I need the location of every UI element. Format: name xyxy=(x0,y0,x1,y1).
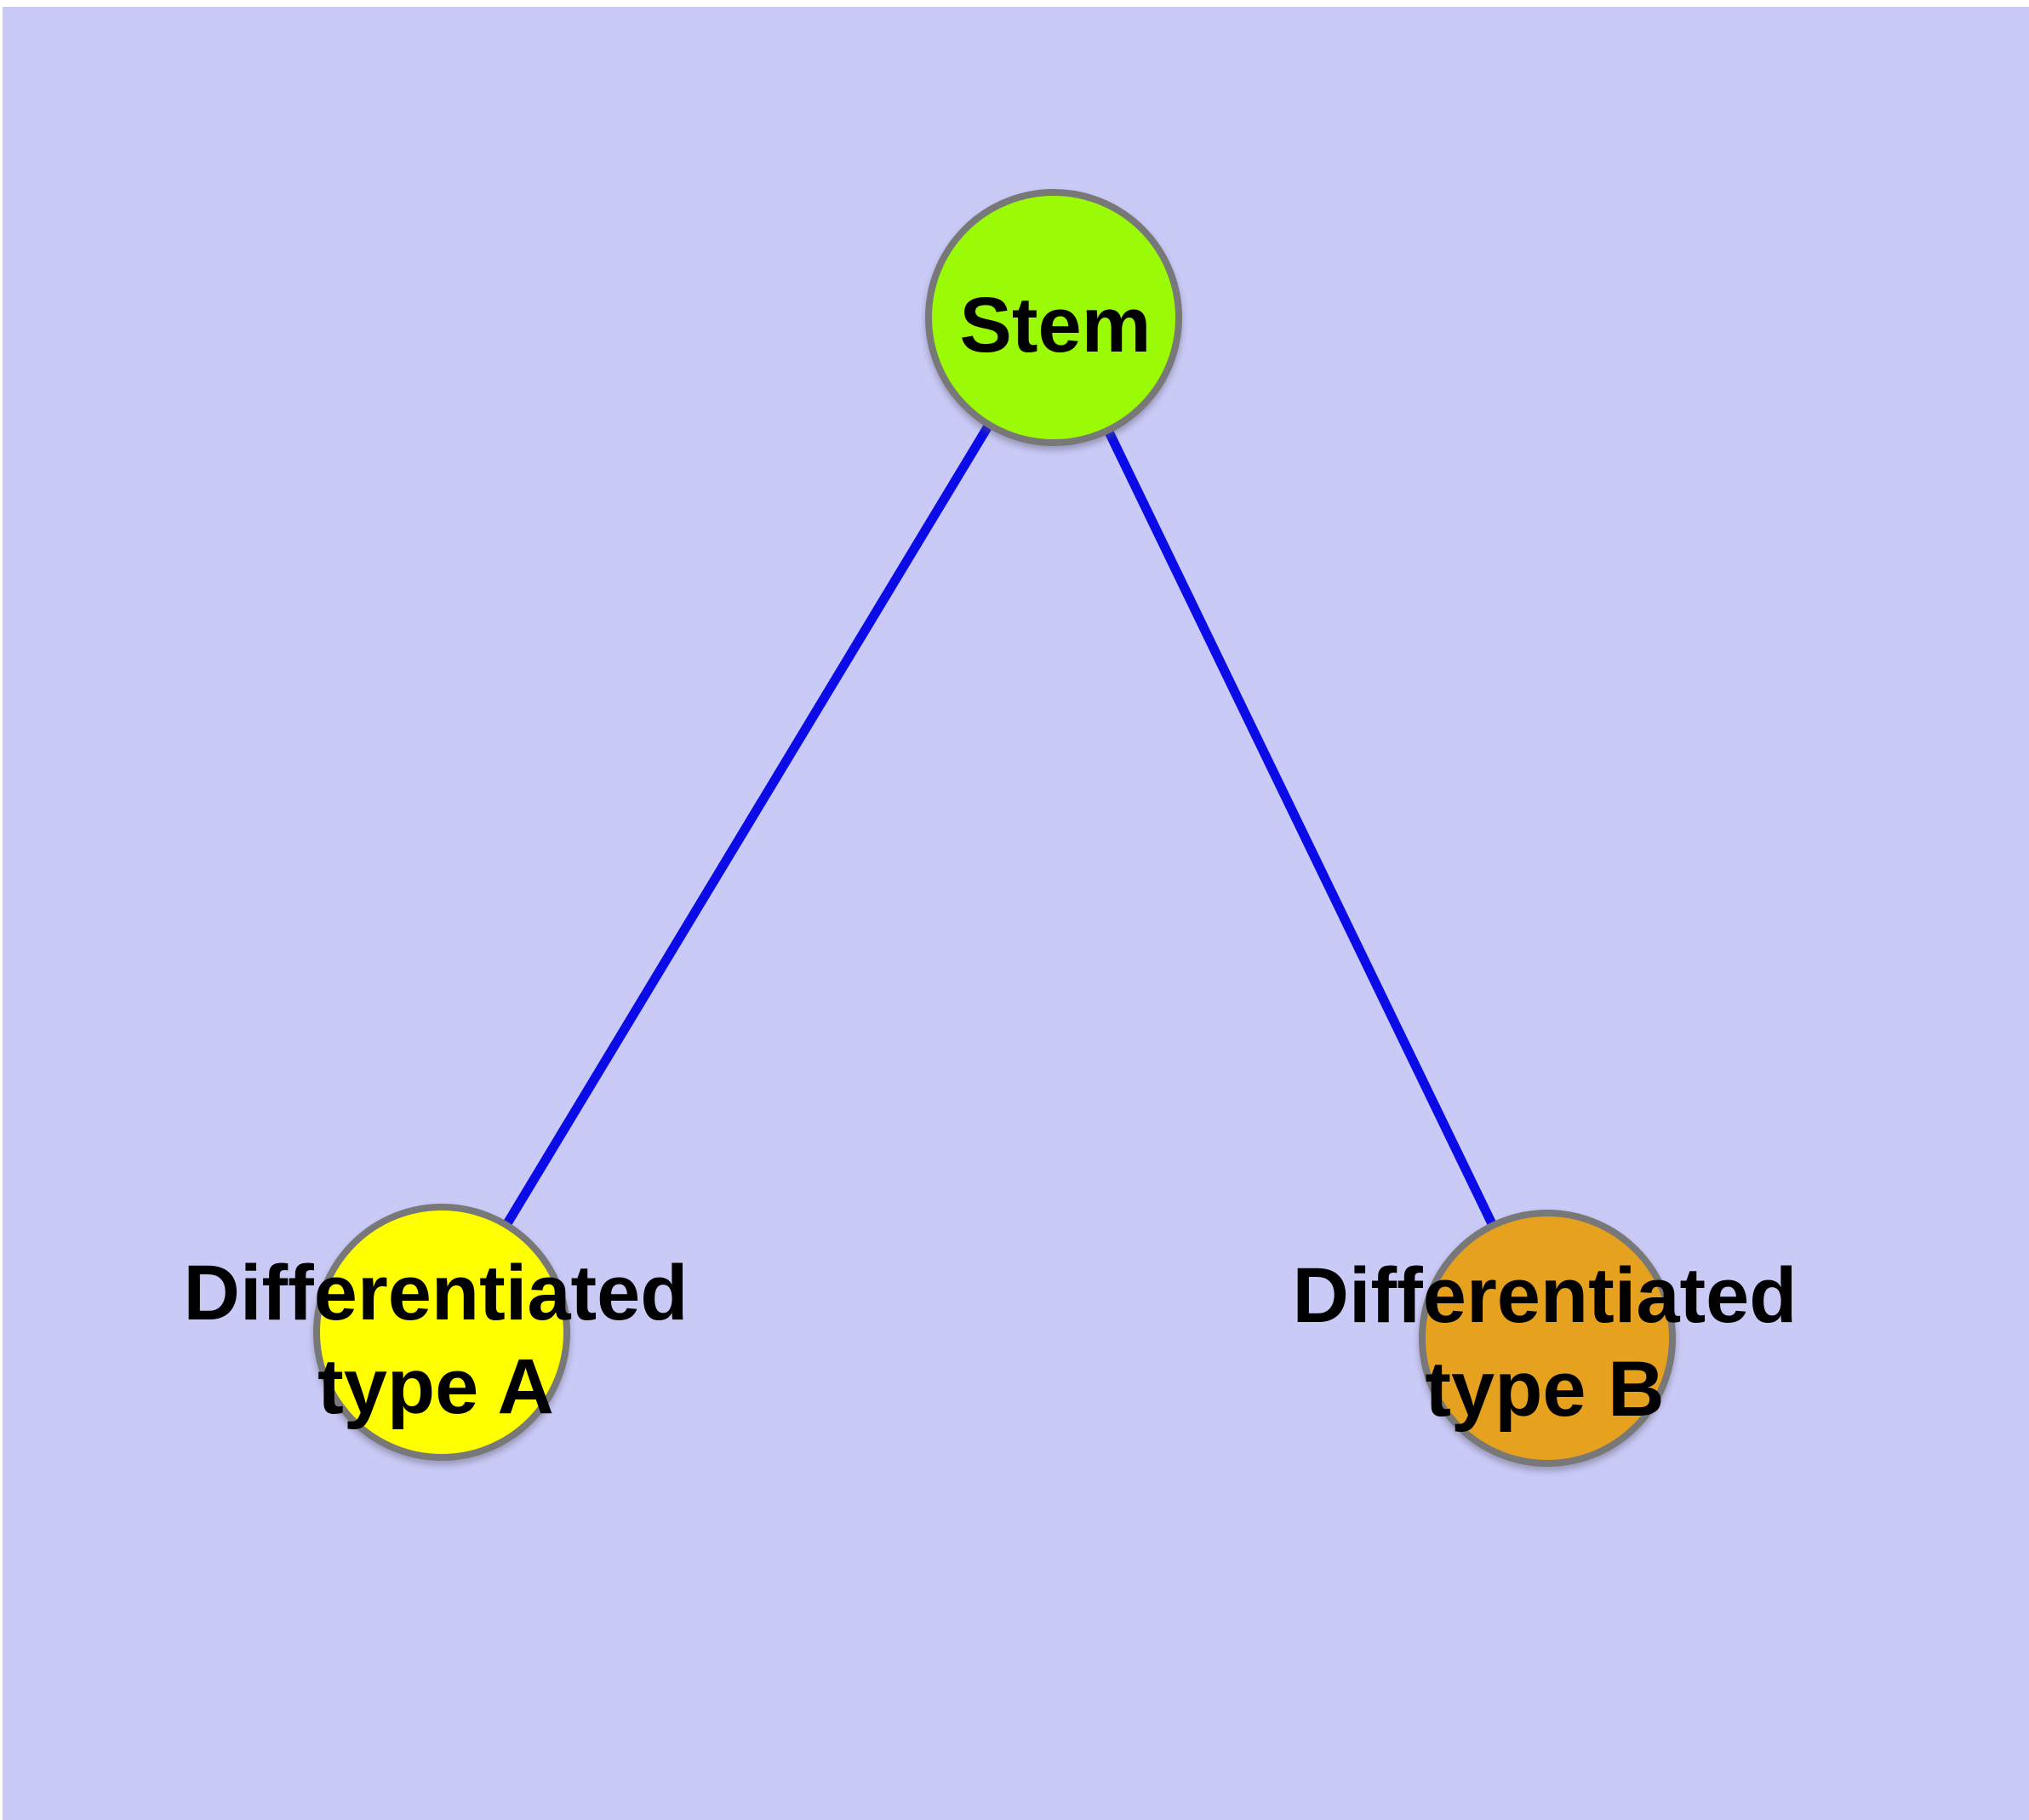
node-differentiated-type-a-label-line1: Differentiated xyxy=(184,1250,689,1336)
node-differentiated-type-a-circle xyxy=(313,1204,570,1461)
node-differentiated-type-a-label-line2: type A xyxy=(317,1343,554,1430)
node-differentiated-type-b-label-line2: type B xyxy=(1425,1346,1664,1433)
node-differentiated-type-a: Differentiated type A xyxy=(184,1204,689,1461)
node-stem: Stem xyxy=(925,189,1182,446)
edge-stem-to-type-b xyxy=(1049,315,1552,1341)
edge-stem-to-type-a xyxy=(437,315,1058,1335)
node-stem-circle xyxy=(925,189,1182,446)
node-differentiated-type-b-label-line1: Differentiated xyxy=(1293,1252,1798,1339)
node-differentiated-type-b-circle xyxy=(1419,1210,1676,1467)
node-stem-label: Stem xyxy=(960,282,1152,369)
node-differentiated-type-b: Differentiated type B xyxy=(1293,1210,1798,1467)
